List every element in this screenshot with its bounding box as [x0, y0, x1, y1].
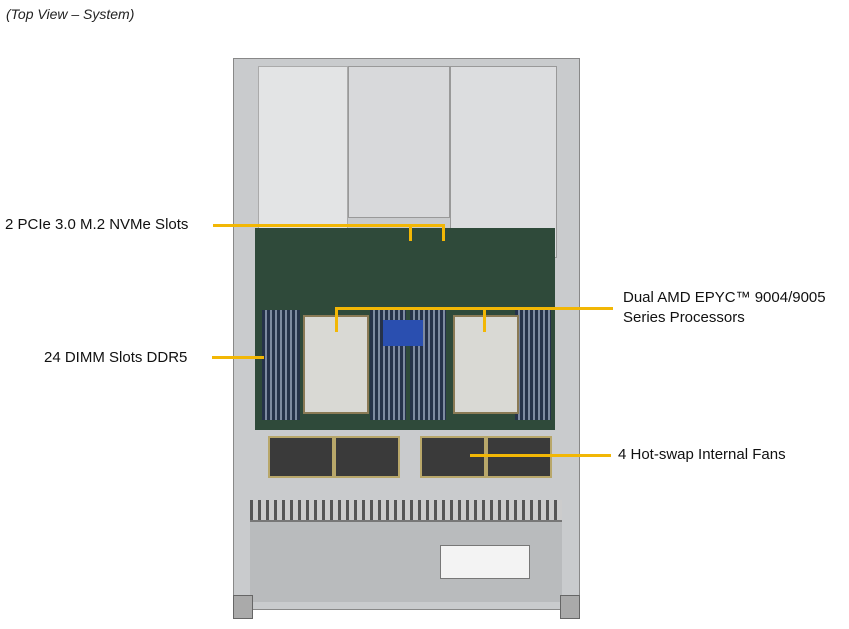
rack-ear — [233, 595, 253, 619]
fan — [334, 436, 400, 478]
dimm-bank — [515, 310, 551, 420]
drive-bracket — [348, 66, 450, 218]
fan — [268, 436, 334, 478]
rack-ear — [560, 595, 580, 619]
dimm-callout-line — [212, 356, 264, 359]
dimm-bank — [262, 310, 300, 420]
cpu-callout-line — [335, 307, 338, 332]
fans-callout-line — [470, 454, 611, 457]
cpu-callout-line — [335, 307, 613, 310]
dimm-slots-label: 24 DIMM Slots DDR5 — [44, 349, 188, 366]
cpu-label-line2: Series Processors — [623, 309, 745, 326]
view-caption: (Top View – System) — [6, 6, 135, 22]
cpu-label-line1: Dual AMD EPYC™ 9004/9005 — [623, 289, 826, 306]
fans-label: 4 Hot-swap Internal Fans — [618, 446, 786, 463]
service-label — [440, 545, 530, 579]
m2-callout-line — [409, 224, 412, 241]
m2-callout-line — [213, 224, 445, 227]
fan — [486, 436, 552, 478]
riser-cage — [450, 66, 557, 258]
fan — [420, 436, 486, 478]
cpu-heatsink — [453, 315, 519, 414]
blue-bracket — [383, 320, 423, 346]
cpu-callout-line — [483, 307, 486, 332]
m2-callout-line — [442, 224, 445, 241]
front-grill — [250, 500, 562, 520]
m2-slots-label: 2 PCIe 3.0 M.2 NVMe Slots — [5, 216, 189, 233]
